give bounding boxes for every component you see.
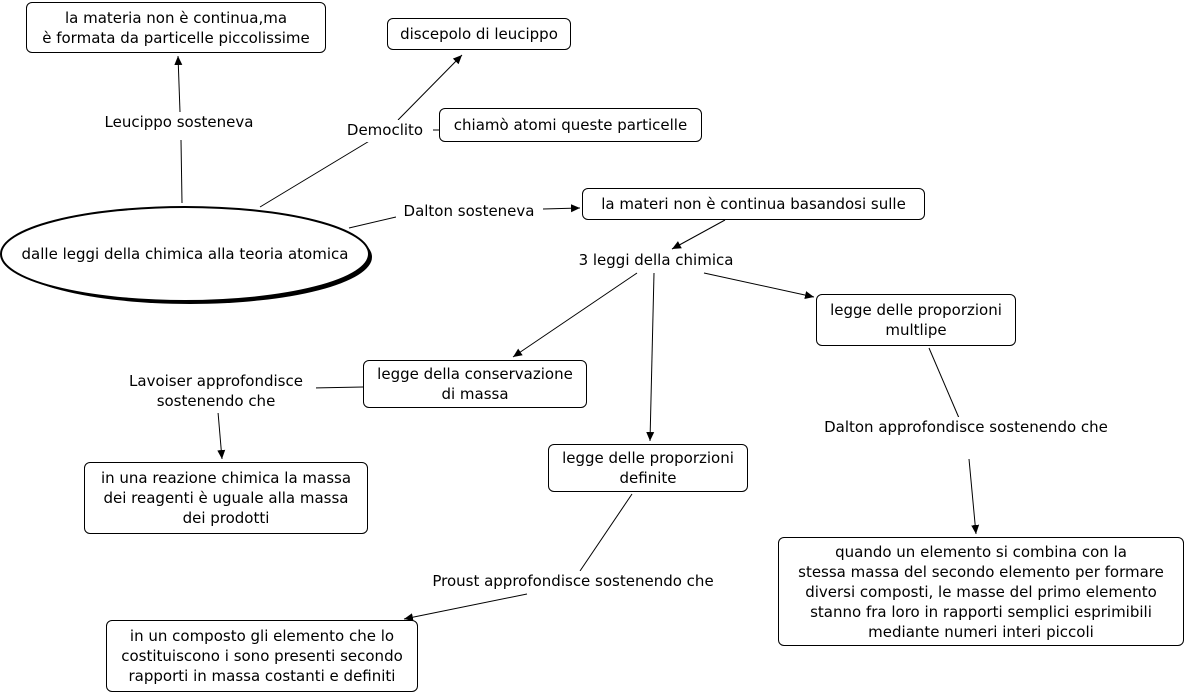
link-materi-leggi [671,219,726,250]
link-leggi-conservazione [512,272,638,358]
label-tre-leggi[interactable]: 3 leggi della chimica [568,250,744,272]
root-ellipse[interactable] [0,206,370,302]
node-combina[interactable]: quando un elemento si combina con la ste… [778,537,1184,646]
node-proporzioni-multiple[interactable]: legge delle proporzioni multlipe [816,294,1016,346]
link-dalton-appr-combina [968,458,980,535]
node-composto[interactable]: in un composto gli elemento che lo costi… [106,620,418,692]
link-multiple-dalton-appr [928,347,960,419]
node-materia-non-continua[interactable]: la materia non è continua,ma è formata d… [26,2,326,53]
label-dalton[interactable]: Dalton sosteneva [396,201,542,223]
label-dalton-appr[interactable]: Dalton approfondisce sostenendo che [810,417,1122,439]
link-root-dalton [348,216,397,229]
node-conservazione[interactable]: legge della conservazione di massa [363,360,587,408]
label-leucippo[interactable]: Leucippo sosteneva [96,112,262,134]
node-chiamo-atomi[interactable]: chiamò atomi queste particelle [439,108,702,142]
link-proust-composto [403,593,528,622]
link-leucippo-materia [174,55,183,113]
root-concept[interactable]: dalle leggi della chimica alla teoria at… [21,245,349,263]
node-proporzioni-definite[interactable]: legge delle proporzioni definite [548,444,748,492]
node-materi-basandosi[interactable]: la materi non è continua basandosi sulle [582,188,925,220]
link-leggi-multiple [703,272,815,299]
node-reazione[interactable]: in una reazione chimica la massa dei rea… [84,462,368,534]
label-lavoiser[interactable]: Lavoiser approfondisce sostenendo che [116,371,316,413]
link-root-leucippo [180,139,183,204]
link-root-democlito [259,139,372,208]
link-democlito-discepolo [397,54,463,121]
label-democlito[interactable]: Democlito [340,120,430,142]
link-lavoiser-reazione [217,411,226,460]
link-dalton-materi [542,204,581,213]
link-definite-proust [579,493,633,572]
node-discepolo[interactable]: discepolo di leucippo [387,18,571,50]
link-conservazione-lavoiser [311,386,364,389]
label-proust[interactable]: Proust approfondisce sostenendo che [418,571,728,593]
link-leggi-definite [646,272,655,442]
